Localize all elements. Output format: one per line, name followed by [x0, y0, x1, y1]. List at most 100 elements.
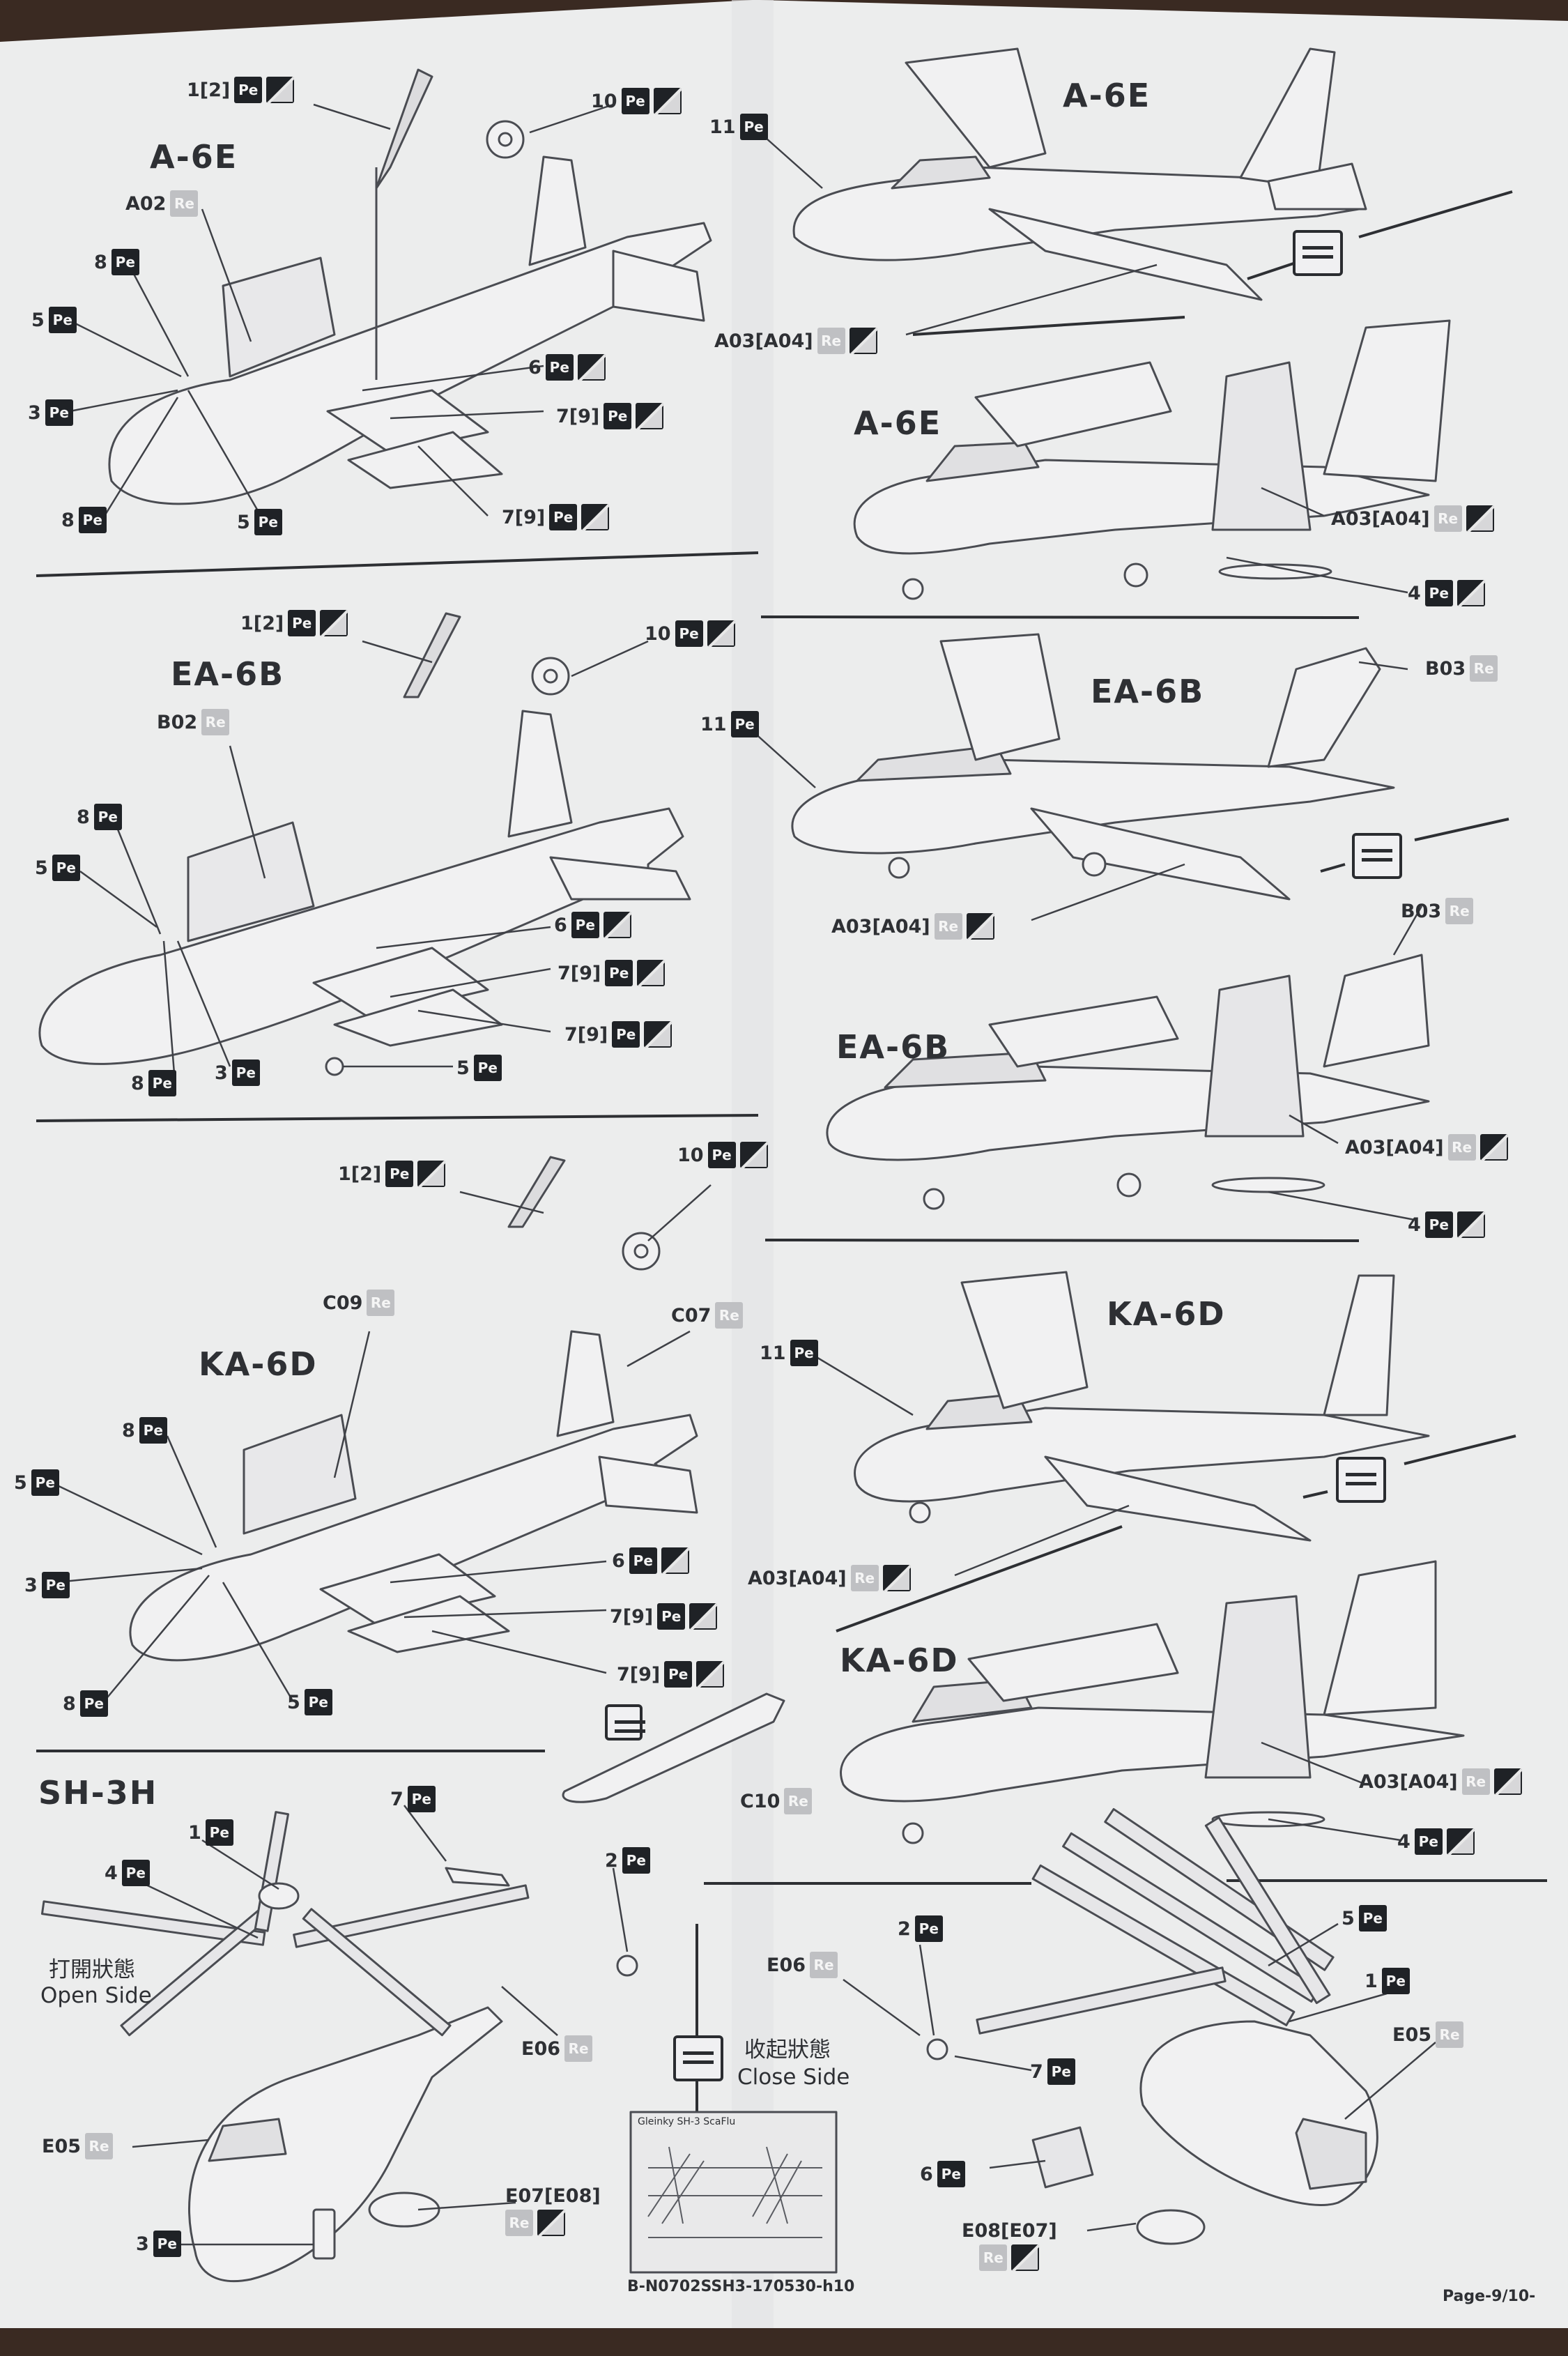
callout: 1[2]Pe: [338, 1161, 446, 1187]
hatch-icon: [644, 1021, 672, 1048]
ka6d-left-airframe: [129, 1156, 785, 1803]
hatch-icon: [966, 913, 994, 940]
hatch-icon: [266, 77, 295, 103]
callout-number: A03[A04]: [714, 330, 813, 352]
pe-badge: Pe: [622, 1847, 650, 1874]
open-side-cjk: 打開狀態: [49, 1957, 135, 1982]
re-badge: Re: [817, 328, 845, 354]
pe-badge: Pe: [52, 855, 80, 881]
callout-number: 1[2]: [187, 79, 231, 101]
pe-badge: Pe: [790, 1340, 818, 1366]
pe-badge: Pe: [48, 307, 77, 333]
pe-badge: Pe: [621, 88, 650, 114]
pe-badge: Pe: [41, 1572, 70, 1598]
callout-number: 7[9]: [610, 1605, 654, 1628]
ea6b-right-top-airframe: [791, 633, 1395, 901]
ea6b-right-bottom-airframe: [826, 954, 1430, 1210]
callout-number: 7: [1030, 2060, 1043, 2083]
callout-number: 8: [61, 509, 75, 531]
hatch-icon: [637, 960, 666, 986]
re-badge: Re: [715, 1302, 744, 1329]
callout-number: 5: [31, 309, 45, 331]
callout: A03[A04]Re: [1331, 505, 1494, 532]
pe-badge: Pe: [937, 2161, 965, 2187]
ea6b-right-top-title: EA-6B: [1091, 673, 1205, 710]
callout-number: 10: [677, 1144, 704, 1166]
pe-badge: Pe: [739, 114, 768, 140]
leader-lines: [55, 103, 1436, 2246]
callout: A03[A04]Re: [748, 1565, 911, 1591]
re-badge: Re: [367, 1290, 395, 1316]
fret-caption: Gleinky SH-3 ScaFlu: [638, 2116, 736, 2127]
callout-number: 4: [1408, 582, 1421, 604]
table-edge: [0, 2328, 1568, 2356]
callout-number: 8: [131, 1072, 144, 1094]
callout-number: 2: [605, 1849, 618, 1872]
pe-badge: Pe: [707, 1142, 736, 1168]
a6e-left-airframe: [108, 68, 712, 505]
callout: E07[E08]Re: [505, 2185, 601, 2236]
swap-icon: [1336, 1457, 1386, 1503]
hatch-icon: [636, 403, 664, 429]
sh3h-left-airframe: [40, 1811, 638, 2283]
callout: 7[9]Pe: [610, 1603, 718, 1630]
hatch-icon: [653, 88, 682, 114]
callout-number: 7[9]: [502, 506, 546, 528]
callout-number: 7[9]: [558, 962, 601, 984]
callout: A03[A04]Re: [714, 328, 877, 354]
hatch-icon: [707, 620, 735, 647]
callout-number: 3: [28, 401, 41, 424]
callout: 7[9]Pe: [617, 1661, 725, 1688]
hatch-icon: [696, 1661, 725, 1688]
pe-badge: Pe: [1424, 1211, 1453, 1238]
callout-number: 3: [136, 2233, 149, 2255]
callout: 7[9]Pe: [564, 1021, 672, 1048]
hatch-icon: [882, 1565, 911, 1591]
callout-number: A03[A04]: [831, 915, 930, 938]
callout-number: 10: [591, 90, 617, 112]
pe-badge: Pe: [549, 504, 578, 530]
pe-badge: Pe: [234, 77, 263, 103]
swap-icon: [1293, 230, 1343, 276]
callout-number: 11: [760, 1342, 786, 1364]
callout-number: 7[9]: [564, 1023, 608, 1046]
callout-number: 8: [122, 1419, 135, 1441]
pe-badge: Pe: [612, 1021, 640, 1048]
callout-number: 4: [1408, 1214, 1421, 1236]
a6e-right-top-title: A-6E: [1063, 77, 1151, 114]
pe-badge: Pe: [288, 610, 316, 636]
callout-number: A03[A04]: [1345, 1136, 1444, 1158]
re-badge: Re: [564, 2035, 593, 2062]
callout-number: C10: [740, 1790, 781, 1812]
hatch-icon: [577, 354, 606, 381]
callout-number: 6: [554, 914, 567, 936]
callout-number: 8: [77, 806, 90, 828]
callout-number: B03: [1425, 657, 1466, 680]
pe-badge: Pe: [604, 403, 632, 429]
hatch-icon: [320, 610, 348, 636]
callout-number: 7[9]: [617, 1663, 661, 1685]
